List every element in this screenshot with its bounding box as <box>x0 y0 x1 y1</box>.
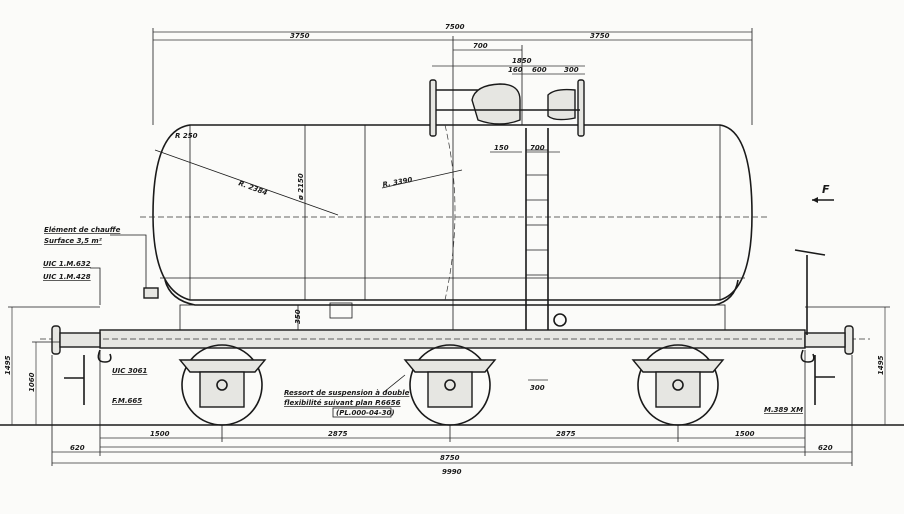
dim-700: 700 <box>473 42 488 50</box>
dim-9990: 9990 <box>442 468 462 476</box>
dim-r250: R 250 <box>175 132 198 140</box>
dim-300-bottom: 300 <box>530 384 545 392</box>
wheelset-2 <box>403 344 497 426</box>
dim-620-right: 620 <box>818 444 833 452</box>
uic-632-label: UIC 1.M.632 <box>43 260 91 268</box>
dim-2875-right: 2875 <box>556 430 576 438</box>
dim-160: 160 <box>508 66 523 74</box>
buffers <box>51 249 854 405</box>
dim-2875-left: 2875 <box>328 430 348 438</box>
dim-1495-right: 1495 <box>877 355 885 375</box>
dim-r3390: R. 3390 <box>382 176 413 189</box>
annotations: Elément de chauffe Surface 3,5 m² UIC 1.… <box>43 183 834 418</box>
uic-428-label: UIC 1.M.428 <box>43 273 91 281</box>
underframe: 350 <box>40 302 870 349</box>
dim-600: 600 <box>532 66 547 74</box>
tank-barrel: R 250 R. 2384 ø 2150 R. 3390 <box>140 124 770 306</box>
spring-label-1: Ressort de suspension à double <box>284 389 410 397</box>
fm-665-label: F.M.665 <box>112 397 142 405</box>
dim-1850: 1850 <box>512 57 532 65</box>
uic-3061-label: UIC 3061 <box>112 367 147 375</box>
heater-label-1: Elément de chauffe <box>44 226 121 234</box>
dim-1500-left: 1500 <box>150 430 170 438</box>
dim-8750: 8750 <box>440 454 460 462</box>
dome <box>429 79 585 137</box>
dim-620-left: 620 <box>70 444 85 452</box>
dim-1060: 1060 <box>28 372 36 392</box>
dim-3750-right: 3750 <box>590 32 610 40</box>
dim-1500-right: 1500 <box>735 430 755 438</box>
dim-r2384: R. 2384 <box>237 179 268 197</box>
wheelset-1 <box>178 344 267 426</box>
arrowhead-icon <box>812 197 818 203</box>
brake-ref-label: M.389 XM <box>764 406 803 414</box>
dim-350: 350 <box>294 309 302 324</box>
dim-700-ladder: 700 <box>530 144 545 152</box>
dim-diameter: ø 2150 <box>297 173 305 201</box>
wheelset-3 <box>631 344 725 426</box>
bottom-dimensions: 620 1500 2875 2875 1500 620 8750 9990 <box>51 350 853 476</box>
heater-label-2: Surface 3,5 m² <box>44 237 103 245</box>
vertical-dimensions: 1495 1060 1495 <box>4 306 890 425</box>
dim-1495-left: 1495 <box>4 355 12 375</box>
ladder: 150 700 300 <box>490 128 567 392</box>
direction-label: F <box>822 183 830 196</box>
dim-300: 300 <box>564 66 579 74</box>
dim-150: 150 <box>494 144 509 152</box>
spring-label-3: (PL.000-04-30) <box>336 409 395 417</box>
dim-7500: 7500 <box>445 23 465 31</box>
dim-3750-left: 3750 <box>290 32 310 40</box>
spring-label-2: flexibilité suivant plan P.6656 <box>284 399 401 407</box>
top-dimensions: 7500 3750 3750 700 1850 160 600 300 <box>152 23 753 330</box>
